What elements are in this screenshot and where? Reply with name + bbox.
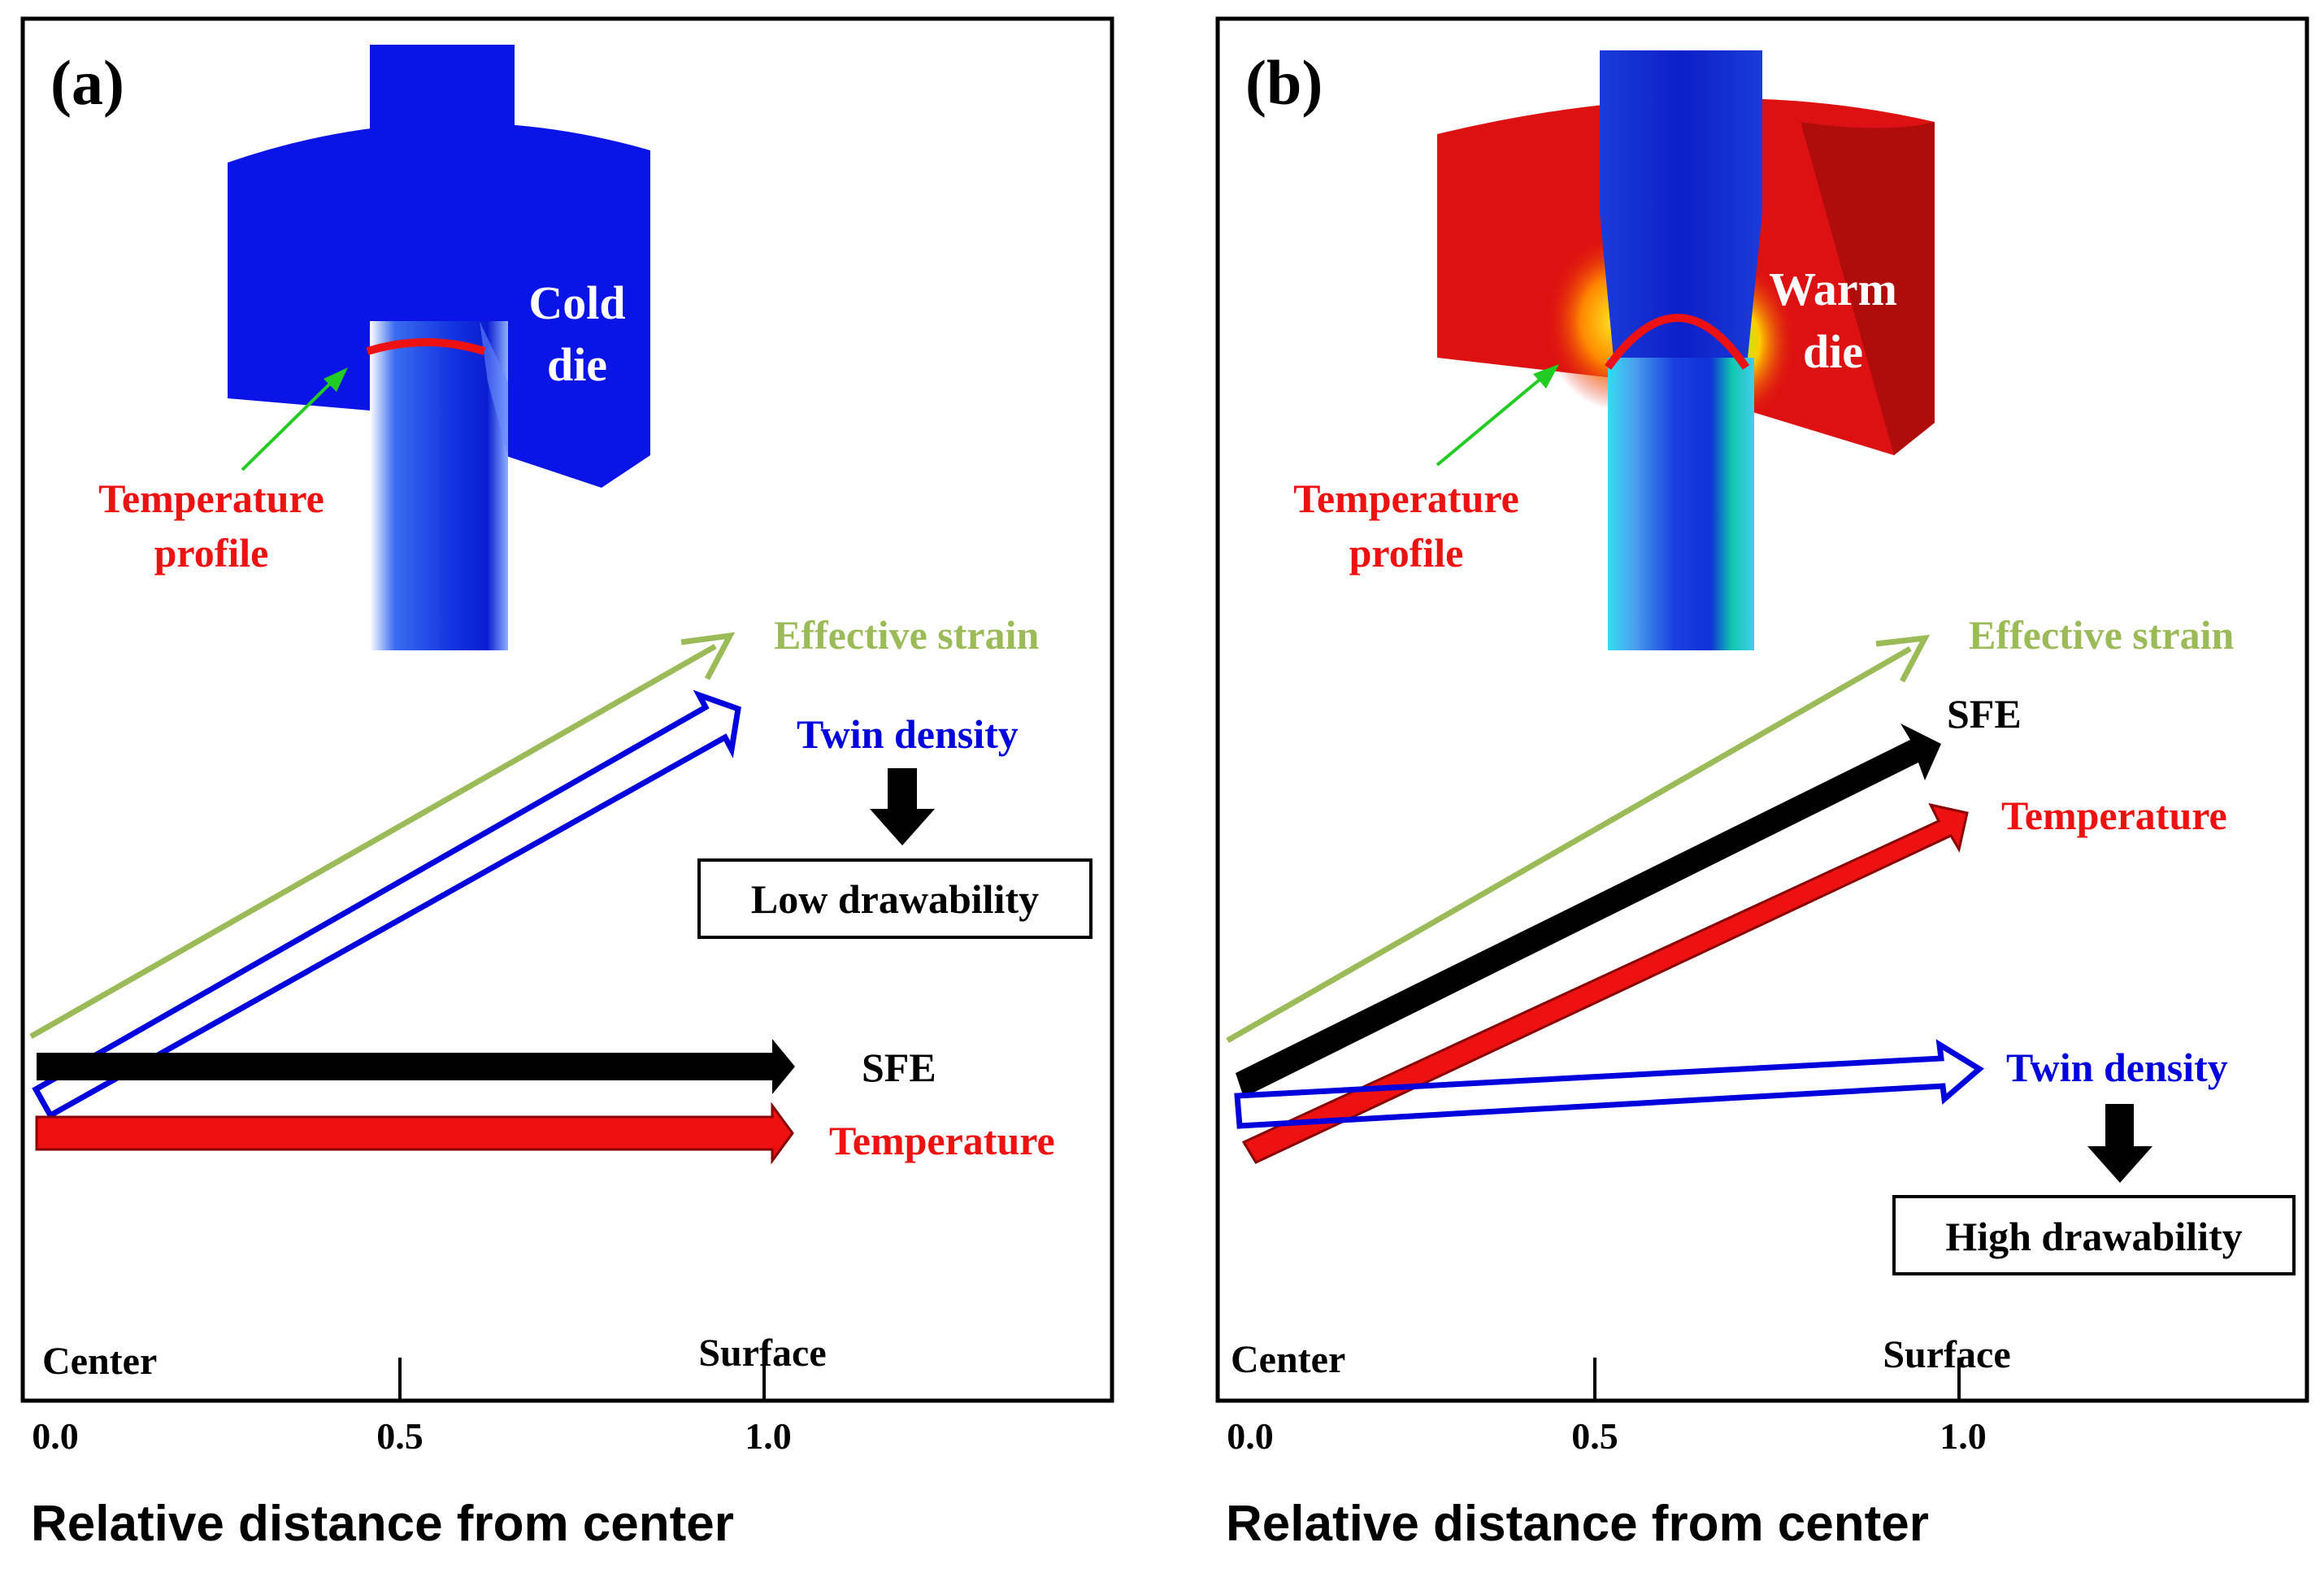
down-arrow-icon	[870, 768, 935, 845]
sfe-arrow	[37, 1039, 795, 1094]
profile-pointer-arrow	[241, 379, 335, 471]
panel-a: (a) Cold die Temperature profile Effecti…	[20, 16, 1114, 1552]
axis-surface-text: Surface	[1883, 1333, 2010, 1376]
twin-density-label: Twin density	[2006, 1045, 2228, 1090]
temperature-label: Temperature	[829, 1118, 1055, 1163]
axis-title: Relative distance from center	[31, 1496, 734, 1552]
profile-label-line1: Temperature	[1293, 476, 1519, 521]
sfe-arrow	[1236, 723, 1941, 1097]
tick-label-1: 0.5	[1571, 1415, 1618, 1457]
axis-center-text: Center	[42, 1340, 157, 1383]
tick-label-2: 1.0	[1940, 1415, 1987, 1457]
sfe-label: SFE	[862, 1045, 936, 1090]
axis-title: Relative distance from center	[1226, 1496, 1929, 1552]
effective-strain-arrow	[29, 643, 717, 1040]
down-arrow-icon	[2087, 1104, 2152, 1183]
profile-label-line2: profile	[1349, 530, 1464, 576]
effective-strain-arrow	[1226, 645, 1912, 1044]
result-box-text: Low drawability	[751, 876, 1039, 922]
warm-die-render: Warm die	[1436, 50, 1935, 650]
panel-a-label: (a)	[50, 47, 124, 118]
result-box	[697, 858, 1092, 939]
die-label-line1: Warm	[1769, 263, 1897, 315]
temperature-profile-arc	[1604, 314, 1750, 370]
profile-label-line2: profile	[154, 530, 269, 576]
temperature-label: Temperature	[2001, 793, 2227, 838]
tick-label-0: 0.0	[32, 1415, 79, 1457]
twin-density-arrow	[1234, 1039, 1984, 1129]
temperature-arrow	[1241, 802, 1969, 1164]
axis-center-text: Center	[1231, 1338, 1345, 1381]
profile-pointer-arrow	[1436, 374, 1546, 467]
axis-surface-text: Surface	[698, 1332, 826, 1375]
twin-density-label: Twin density	[797, 711, 1019, 757]
tick-label-0: 0.0	[1227, 1415, 1274, 1457]
effective-strain-label: Effective strain	[1969, 612, 2234, 658]
panel-b-label: (b)	[1245, 47, 1323, 118]
tick-label-2: 1.0	[745, 1415, 792, 1457]
panel-b: (b) Warm die Temperature profile Effecti…	[1215, 16, 2309, 1552]
sfe-label: SFE	[1947, 691, 2022, 737]
profile-label-line1: Temperature	[98, 476, 324, 521]
tick-label-1: 0.5	[376, 1415, 424, 1457]
twin-density-arrow	[32, 689, 741, 1119]
die-label-line2: die	[547, 338, 607, 391]
result-box-text: High drawability	[1945, 1214, 2242, 1259]
effective-strain-label: Effective strain	[774, 612, 1039, 658]
die-label-line1: Cold	[528, 276, 625, 329]
cold-die-render: Cold die	[228, 45, 650, 650]
temperature-arrow	[35, 1102, 794, 1165]
result-box	[1892, 1195, 2296, 1275]
die-label-line2: die	[1803, 325, 1863, 378]
temperature-profile-arc	[366, 338, 486, 355]
